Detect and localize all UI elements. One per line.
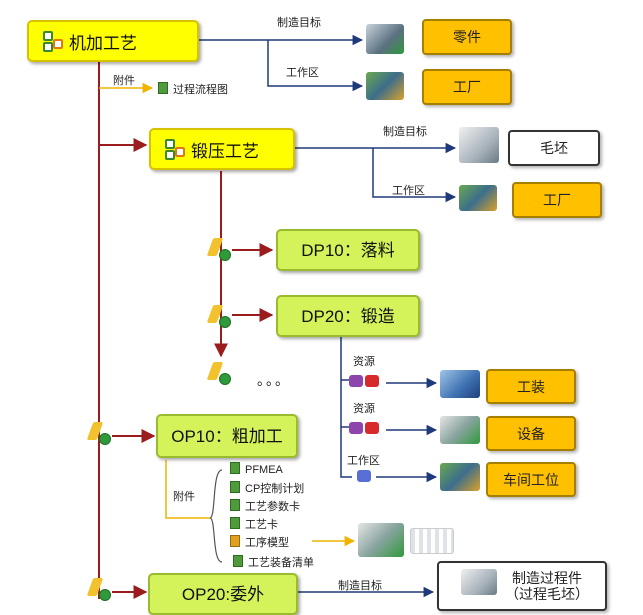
operation-icon — [206, 238, 232, 262]
tooling-result[interactable]: 工装 — [486, 369, 576, 404]
forging-workzone-label: 工作区 — [392, 185, 425, 197]
attachment-param-card[interactable]: 工艺参数卡 — [230, 498, 300, 514]
document-icon — [230, 462, 240, 474]
op-dp10-node[interactable]: DP10：落料 — [276, 229, 420, 271]
equipment-thumbnail — [440, 416, 480, 444]
op20-target-result[interactable]: 制造过程件（过程毛坯） — [437, 561, 607, 611]
machining-target-result[interactable]: 零件 — [422, 19, 512, 55]
machining-title: 机加工艺 — [69, 33, 137, 53]
machining-workzone-label: 工作区 — [286, 67, 319, 79]
workzone-icon — [355, 467, 375, 485]
attachment-process-model[interactable]: 工序模型 — [230, 534, 289, 550]
process-node-icon — [163, 139, 185, 160]
attachment-label: CP控制计划 — [245, 483, 305, 495]
resource-icon — [349, 419, 383, 437]
equipment-result[interactable]: 设备 — [486, 416, 576, 451]
forging-target-label: 制造目标 — [383, 126, 427, 138]
machining-workzone-result[interactable]: 工厂 — [422, 69, 512, 105]
machining-attach-label: 附件 — [113, 75, 135, 87]
document-icon — [230, 499, 240, 511]
attachment-process-card[interactable]: 工艺卡 — [230, 516, 278, 532]
attachment-label: 工艺卡 — [245, 519, 278, 531]
attachment-label: PFMEA — [245, 464, 283, 476]
op10-attach-label: 附件 — [173, 491, 195, 503]
attachment-control-plan[interactable]: CP控制计划 — [230, 480, 304, 496]
blank-thumbnail — [459, 127, 499, 163]
op20-node[interactable]: OP20:委外 — [148, 573, 298, 615]
operation-icon — [206, 362, 232, 386]
forging-title: 锻压工艺 — [191, 141, 259, 161]
process-part-thumbnail — [461, 569, 497, 595]
process-flowchart-attachment[interactable]: 过程流程图 — [158, 81, 228, 97]
drawing-thumbnail — [410, 528, 454, 554]
machining-target-label: 制造目标 — [277, 17, 321, 29]
attachment-equipment-list[interactable]: 工艺装备清单 — [233, 554, 314, 570]
process-node-icon — [41, 31, 63, 52]
op20-target-text: 制造过程件（过程毛坯） — [505, 570, 589, 602]
attachment-label: 工艺装备清单 — [248, 557, 314, 569]
forging-workzone-result[interactable]: 工厂 — [512, 182, 602, 218]
operation-icon — [86, 578, 112, 602]
operation-icon — [206, 305, 232, 329]
forging-target-result[interactable]: 毛坯 — [508, 130, 600, 166]
attachment-label: 工艺参数卡 — [245, 501, 300, 513]
op10-node[interactable]: OP10：粗加工 — [156, 414, 298, 458]
process-flowchart-label: 过程流程图 — [173, 84, 228, 96]
connector-lines — [98, 34, 457, 599]
document-icon — [158, 82, 168, 94]
machining-process-node[interactable]: 机加工艺 — [27, 20, 199, 62]
attachment-pfmea[interactable]: PFMEA — [230, 462, 283, 476]
resource-label-1: 资源 — [353, 356, 375, 368]
resource-label-2: 资源 — [353, 403, 375, 415]
document-icon — [230, 481, 240, 493]
operation-icon — [86, 422, 112, 446]
workzone-label-3: 工作区 — [347, 455, 380, 467]
part-thumbnail — [366, 24, 404, 54]
tooling-thumbnail — [440, 370, 480, 398]
model-icon — [230, 535, 240, 547]
factory-thumbnail — [366, 72, 404, 100]
attachment-label: 工序模型 — [245, 537, 289, 549]
ellipsis: 。。。 — [257, 372, 291, 388]
factory-thumbnail — [459, 185, 497, 211]
document-icon — [230, 517, 240, 529]
process-model-thumbnail — [358, 523, 404, 557]
workstation-result[interactable]: 车间工位 — [486, 462, 576, 497]
op-dp20-node[interactable]: DP20：锻造 — [276, 295, 420, 337]
resource-icon — [349, 372, 383, 390]
op20-target-label: 制造目标 — [338, 580, 382, 592]
workshop-thumbnail — [440, 463, 480, 491]
forging-process-node[interactable]: 锻压工艺 — [149, 128, 295, 170]
document-icon — [233, 555, 243, 567]
